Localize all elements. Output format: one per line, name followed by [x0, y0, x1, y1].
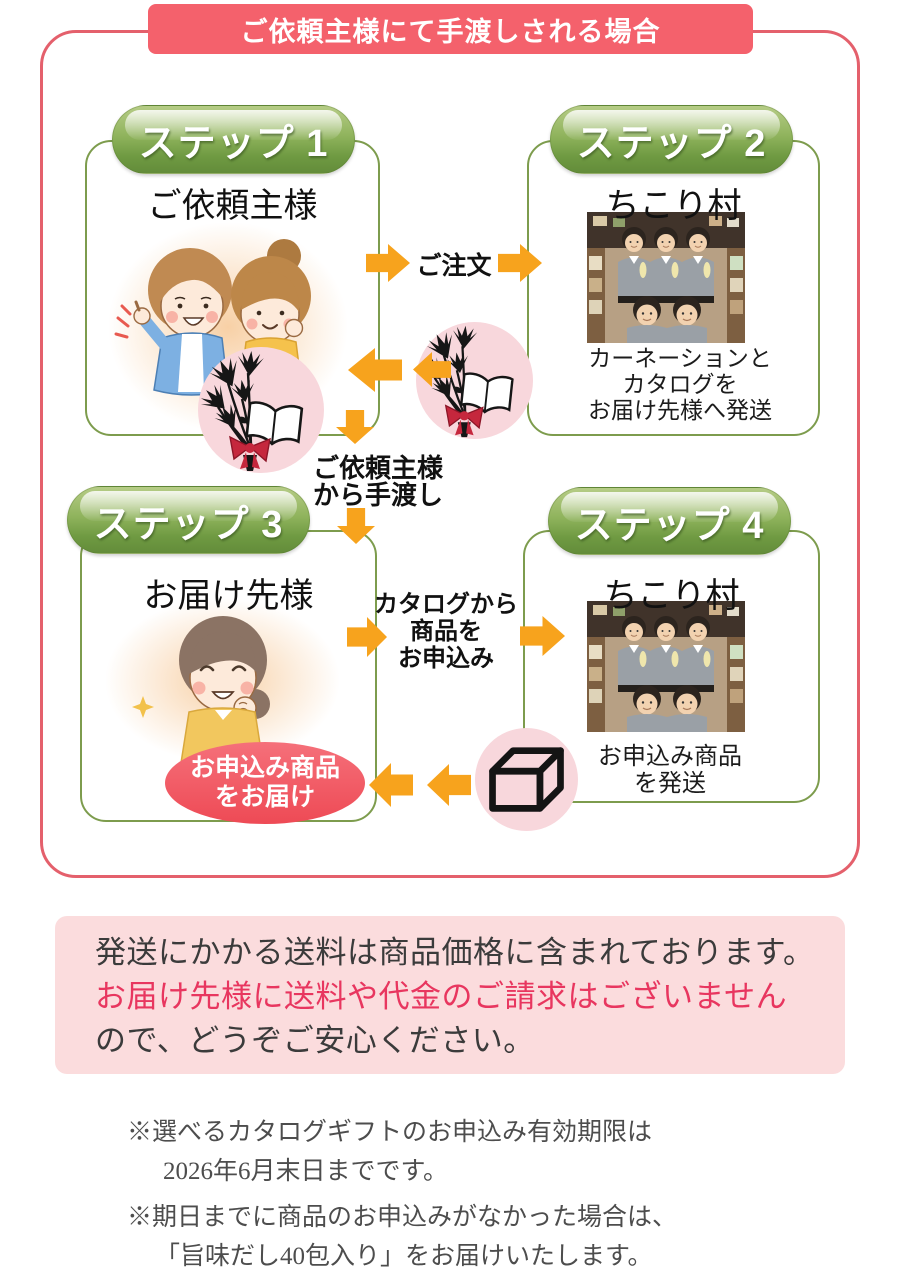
step1-heading: ご依頼主様	[147, 187, 318, 225]
apply-label-line2: 商品を	[410, 618, 482, 645]
step3-pill: ステップ 3	[67, 486, 310, 554]
header-title: ご依頼主様にて手渡しされる場合	[240, 16, 661, 47]
header-banner: ご依頼主様にて手渡しされる場合	[148, 4, 753, 54]
package-circle	[475, 728, 578, 831]
step2-caption: カーネーションと カタログを お届け先様へ発送	[565, 345, 795, 423]
handover-label: ご依頼主様 から手渡し	[308, 455, 448, 509]
step2-staff-photo	[587, 212, 745, 348]
notice-line-1: 発送にかかる送料は商品価格に含まれております。	[95, 935, 815, 970]
recipient-illustration	[105, 598, 340, 764]
carnation-catalog-circle-2	[416, 322, 533, 439]
step4-staff-photo	[587, 601, 745, 737]
note2-line1: ※期日までに商品のお申込みがなかった場合は、	[127, 1204, 678, 1231]
step2-pill: ステップ 2	[550, 105, 793, 174]
apply-label-line1: カタログから	[374, 591, 518, 618]
notice-line-3: ので、どうぞご安心ください。	[95, 1023, 535, 1058]
step1-pill-label: ステップ 1	[138, 123, 329, 165]
carnation-catalog-icon	[198, 349, 304, 471]
step2-caption-line1: カーネーションと	[588, 345, 772, 371]
step3-heading: お届け先様	[143, 577, 314, 615]
apply-label-line3: お申込み	[398, 645, 494, 672]
step2-heading: ちこり村	[605, 187, 742, 225]
step4-caption: お申込み商品 を発送	[570, 743, 770, 797]
note1-line1: ※選べるカタログギフトのお申込み有効期限は	[127, 1119, 653, 1146]
step4-heading: ちこり村	[603, 577, 740, 615]
step2-caption-line2: カタログを	[622, 371, 738, 397]
step1-pill: ステップ 1	[112, 105, 355, 174]
deliver-badge-line1: お申込み商品	[189, 754, 340, 782]
older-woman-icon	[132, 616, 270, 764]
step2-caption-line3: お届け先様へ発送	[588, 397, 772, 423]
step4-caption-line1: お申込み商品	[598, 743, 742, 770]
order-label: ご注文	[416, 252, 492, 280]
deliver-badge-line2: をお届け	[214, 783, 315, 811]
step4-caption-line2: を発送	[634, 770, 706, 797]
apply-label: カタログから 商品を お申込み	[372, 591, 520, 672]
step4-pill: ステップ 4	[548, 487, 791, 555]
shipping-notice: 発送にかかる送料は商品価格に含まれております。 お届け先様に送料や代金のご請求は…	[55, 916, 845, 1074]
package-box-icon	[489, 747, 564, 812]
carnation-catalog-icon	[416, 324, 514, 438]
handover-label-line2: から手渡し	[312, 480, 443, 510]
note1-line2: 2026年6月末日までです。	[163, 1158, 449, 1185]
handover-label-line1: ご依頼主様	[312, 453, 443, 483]
deliver-badge: お申込み商品 をお届け	[165, 742, 365, 824]
step2-pill-label: ステップ 2	[576, 123, 767, 165]
step4-pill-label: ステップ 4	[574, 504, 765, 547]
note2-line2: 「旨味だし40包入り」をお届けいたします。	[155, 1243, 653, 1270]
carnation-catalog-circle-1	[198, 347, 324, 473]
staff-photo-icon	[587, 601, 745, 732]
step3-pill-label: ステップ 3	[93, 503, 284, 546]
notice-line-2: お届け先様に送料や代金のご請求はございません	[95, 979, 788, 1014]
staff-photo-icon	[587, 212, 745, 343]
